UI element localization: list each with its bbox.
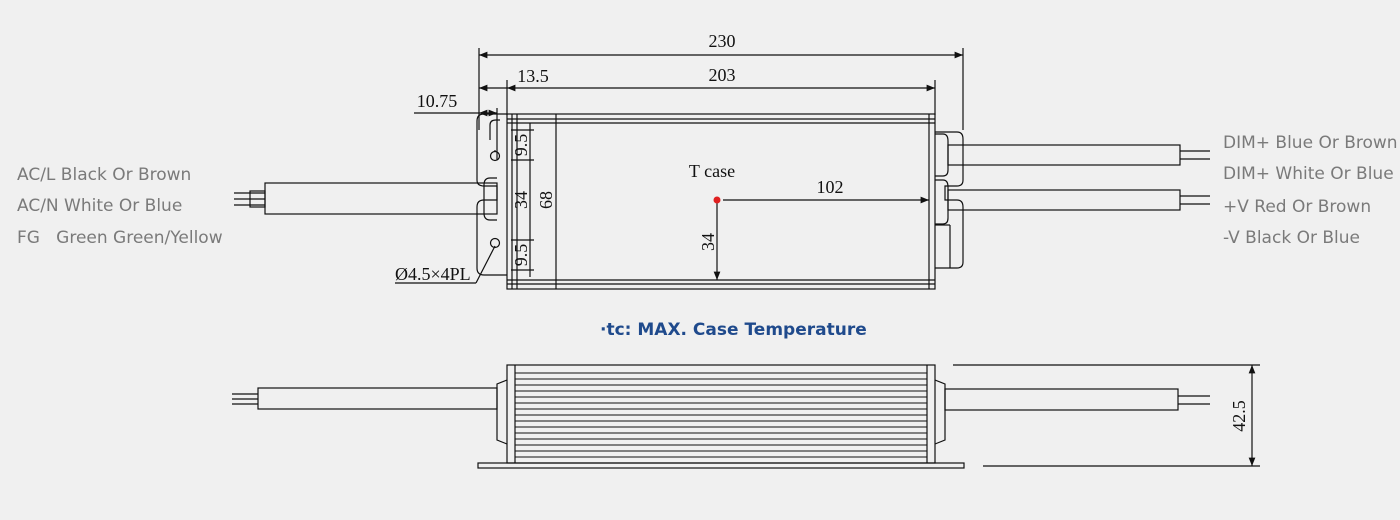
wire-label-acn: AC/N White Or Blue (17, 196, 183, 216)
left-cable (264, 182, 498, 215)
right-cable-dim (947, 144, 1181, 166)
dim-text-hole-pitch-bottom: 9.5 (511, 244, 531, 267)
dim-text-flange-offset: 13.5 (517, 66, 549, 86)
dim-text-mount-holes: Ø4.5×4PL (395, 264, 471, 284)
heatsink-fins (515, 372, 927, 458)
dim-text-hole-offset: 10.75 (417, 91, 458, 111)
side-view-base (477, 462, 965, 469)
tc-caption: ·tc: MAX. Case Temperature (600, 320, 867, 340)
dim-text-hole-pitch-top: 9.5 (511, 134, 531, 157)
side-view-right-cable (944, 388, 1179, 411)
right-cable-output (947, 189, 1181, 211)
wire-label-v-plus: +V Red Or Brown (1223, 197, 1372, 217)
mount-hole-top-left (489, 150, 501, 162)
tc-point-label: T case (689, 161, 735, 181)
dim-text-overall-length: 230 (709, 31, 736, 51)
case-body-top-view (506, 113, 936, 290)
dim-text-body-width: 68 (536, 191, 556, 209)
side-view-left-cable (257, 387, 498, 410)
right-flange (935, 131, 964, 269)
dim-text-hole-spacing: 34 (511, 191, 531, 209)
wire-label-acl: AC/L Black Or Brown (17, 165, 192, 185)
wire-label-fg: FG Green Green/Yellow (17, 228, 223, 248)
case-body-side-view (506, 364, 936, 464)
dim-text-tc-x: 102 (817, 177, 844, 197)
dim-text-body-length: 203 (709, 65, 736, 85)
dim-text-tc-y: 34 (698, 233, 718, 251)
dim-text-height: 42.5 (1229, 400, 1249, 432)
tc-point-dot (713, 196, 721, 204)
mount-hole-bottom-left (489, 237, 501, 249)
wire-label-dim-plus-blue: DIM+ Blue Or Brown (1223, 133, 1398, 153)
wire-label-v-minus: -V Black Or Blue (1223, 228, 1360, 248)
wire-label-dim-plus-white: DIM+ White Or Blue (1223, 164, 1394, 184)
